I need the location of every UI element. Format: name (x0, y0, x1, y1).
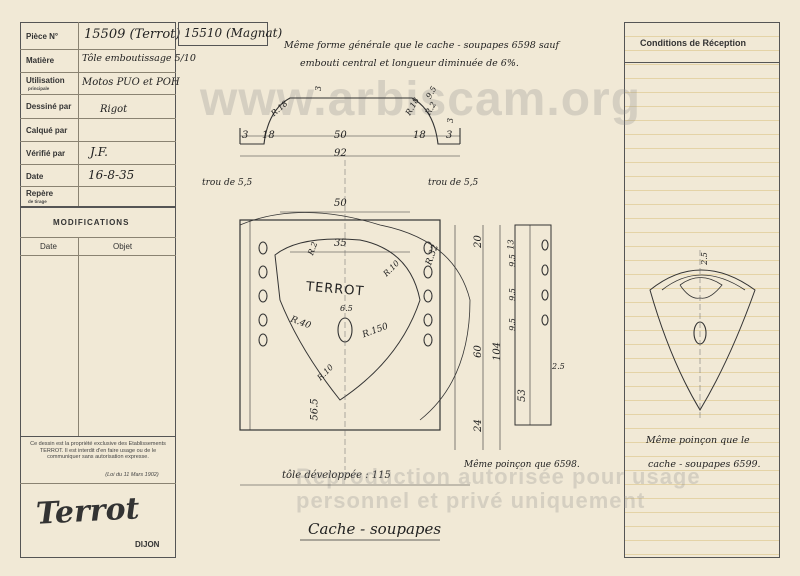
repere-sub: de tirage (28, 199, 47, 204)
piece-value: 15509 (Terrot) (84, 27, 181, 42)
repere-label: Repère (26, 189, 54, 198)
dim-vertical-56-5: 56.5 (309, 398, 321, 421)
drawing-note-1: Même forme générale que le cache - soupa… (284, 40, 559, 51)
dim-left-3: 3 (242, 130, 249, 141)
second-piece-box (178, 22, 268, 46)
dim-vertical-20: 20 (472, 235, 484, 248)
divider (20, 49, 176, 50)
dim-overall-92: 92 (334, 148, 347, 159)
detail-shield (649, 269, 756, 411)
divider (20, 186, 176, 187)
reception-note-2: cache - soupapes 6599. (648, 459, 761, 470)
dim-side-9-5-b: 9.5 (507, 288, 517, 301)
column-divider (78, 237, 79, 436)
legal-notice: Ce dessin est la propriété exclusive des… (30, 441, 166, 460)
embossed-shape (274, 238, 421, 401)
dim-detail-2-5: 2.5 (699, 252, 709, 265)
divider (624, 62, 780, 63)
dim-width-35: 35 (334, 238, 347, 249)
dim-side-9-5-a: 9.5 (507, 254, 517, 267)
brand-city: DIJON (135, 540, 160, 549)
dim-6-5: 6.5 (340, 304, 353, 313)
piece-label: Pièce N° (26, 32, 59, 41)
title-block (20, 22, 176, 558)
dim-center-50: 50 (334, 130, 347, 141)
dim-side-13: 13 (506, 239, 516, 250)
verifie-value: J.F. (90, 145, 108, 159)
watermark-line-2: personnel et privé uniquement (296, 488, 646, 513)
date-label: Date (26, 172, 44, 181)
utilisation-label: Utilisation (26, 76, 65, 85)
column-divider (78, 22, 79, 206)
divider (20, 255, 176, 256)
modifications-date-header: Date (40, 242, 57, 251)
second-piece-number: 15510 (Magnat) (184, 26, 283, 40)
stamp-note: Même poinçon que 6598. (464, 460, 580, 470)
dim-left-18: 18 (262, 130, 275, 141)
matiere-label: Matière (26, 56, 55, 65)
matiere-value: Tôle emboutissage 5/10 (82, 53, 196, 64)
divider (20, 72, 176, 73)
dim-vertical-60: 60 (472, 345, 484, 358)
dim-width-50: 50 (334, 198, 347, 209)
dim-top-3-right: 3 (446, 117, 456, 124)
dim-top-3-left: 3 (314, 85, 324, 92)
modifications-heading: MODIFICATIONS (53, 218, 130, 227)
divider (20, 94, 176, 95)
divider (20, 141, 176, 142)
dim-side-9-5-c: 9.5 (507, 318, 517, 331)
divider (20, 118, 176, 119)
side-view-outline (514, 224, 552, 426)
legal-law: (Loi du 11 Mars 1902) (105, 472, 159, 478)
dim-vertical-104: 104 (492, 341, 504, 362)
dessine-signature: Rigot (100, 104, 128, 115)
dim-vertical-53: 53 (516, 389, 528, 402)
hole-note-right: trou de 5,5 (428, 178, 479, 188)
divider (20, 483, 176, 484)
verifie-label: Vérifié par (26, 149, 66, 158)
dim-vertical-24: 24 (472, 419, 484, 432)
dessine-label: Dessiné par (26, 102, 72, 111)
part-name: Cache - soupapes (308, 520, 442, 538)
drawing-note-2: embouti central et longueur diminuée de … (300, 58, 519, 69)
date-value: 16-8-35 (88, 168, 135, 182)
hole-note-left: trou de 5,5 (202, 178, 253, 188)
front-view-outline (239, 219, 441, 431)
utilisation-value: Motos PUO et POH (82, 77, 180, 88)
developed-length-note: tôle développée : 115 (282, 470, 391, 481)
divider (20, 164, 176, 165)
reception-note-1: Même poinçon que le (646, 435, 750, 446)
top-profile (240, 97, 460, 145)
dim-side-2-5: 2.5 (552, 362, 565, 371)
divider (20, 436, 176, 437)
watermark-url: www.arbiscam.org (200, 73, 642, 126)
reception-heading: Conditions de Réception (640, 38, 747, 48)
modifications-objet-header: Objet (113, 242, 133, 251)
calque-label: Calqué par (26, 126, 68, 135)
dim-right-18: 18 (413, 130, 426, 141)
dim-right-3: 3 (446, 130, 453, 141)
divider (20, 237, 176, 238)
divider (20, 206, 176, 208)
utilisation-sub: principale (28, 86, 50, 91)
